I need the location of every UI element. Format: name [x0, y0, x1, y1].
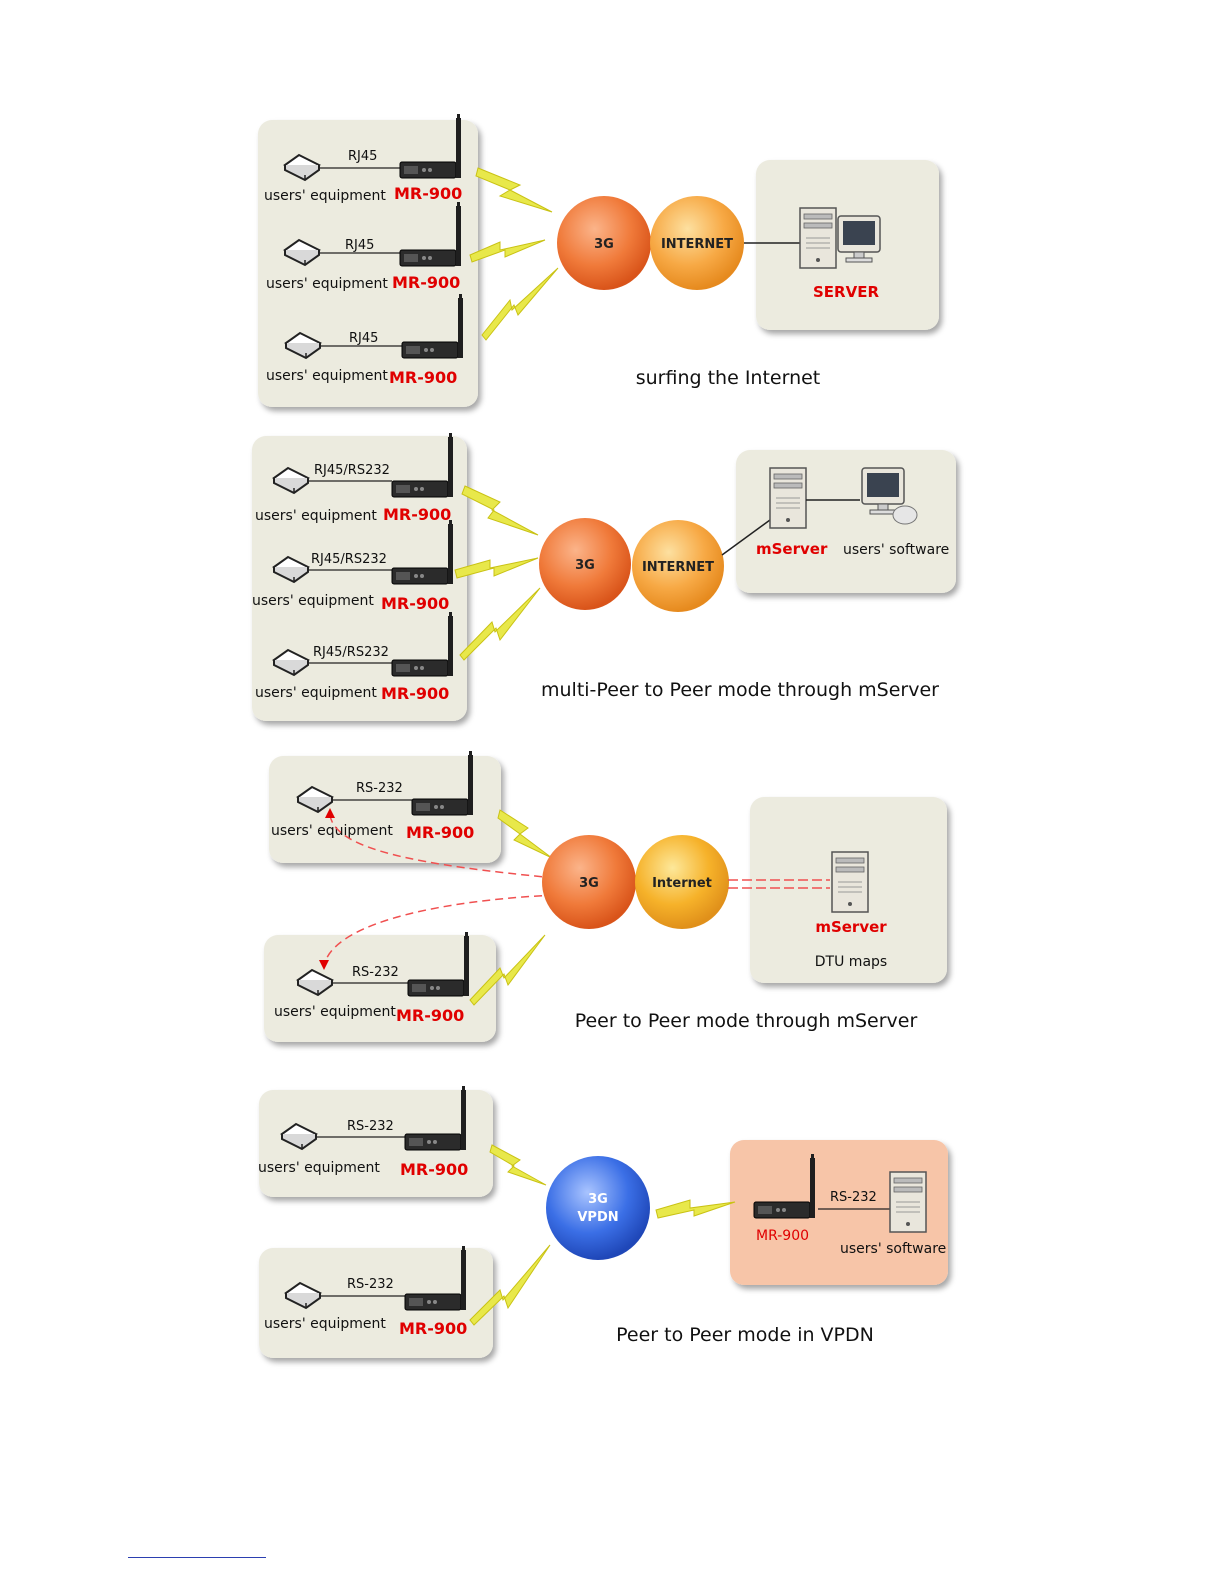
model-label: MR-900	[406, 823, 474, 842]
equipment-label: users' equipment	[258, 1160, 380, 1176]
hub-internet	[650, 196, 744, 290]
lightning-icon	[469, 1144, 736, 1326]
software-label: users' software	[843, 542, 949, 558]
equipment-label: users' equipment	[271, 823, 393, 839]
lightning-icon	[469, 809, 553, 1006]
hub-internet	[632, 520, 724, 612]
model-label: MR-900	[399, 1319, 467, 1338]
model-label: MR-900	[400, 1160, 468, 1179]
cable-label: RJ45	[349, 331, 378, 346]
disk-icon	[892, 505, 918, 525]
server-tower-icon	[889, 1171, 927, 1233]
cable-label: RS-232	[356, 781, 403, 796]
cable-label: RS-232	[352, 965, 399, 980]
hub-3g-label: 3G	[575, 558, 595, 573]
cable-label: RJ45	[348, 149, 377, 164]
equipment-label: users' equipment	[266, 368, 388, 384]
cable-label: RJ45/RS232	[311, 552, 387, 567]
dtu-maps-label: DTU maps	[815, 954, 887, 970]
equipment-label: users' equipment	[264, 188, 386, 204]
model-label: MR-900	[756, 1228, 809, 1244]
hub-3g-label: 3G	[594, 237, 614, 252]
hub-3g-vpdn	[546, 1156, 650, 1260]
equipment-label: users' equipment	[264, 1316, 386, 1332]
model-label: MR-900	[394, 184, 462, 203]
equipment-box-bottom	[259, 1248, 493, 1358]
equipment-label: users' equipment	[274, 1004, 396, 1020]
cable-label: RJ45/RS232	[314, 463, 390, 478]
hub-internet-label: INTERNET	[661, 237, 733, 252]
hub-3g-vpdn-label: 3G	[588, 1192, 608, 1207]
hub-3g-label: 3G	[579, 876, 599, 891]
caption-panel4: Peer to Peer mode in VPDN	[616, 1324, 874, 1346]
caption-panel1: surfing the Internet	[636, 367, 821, 389]
lightning-icon	[469, 167, 559, 341]
model-label: MR-900	[396, 1006, 464, 1025]
equipment-group-box	[258, 120, 478, 407]
cable-label: RS-232	[830, 1190, 877, 1205]
equipment-label: users' equipment	[266, 276, 388, 292]
hub-3g-vpdn-label: VPDN	[577, 1210, 618, 1225]
hub-3g	[557, 196, 651, 290]
equipment-group-box	[252, 436, 467, 721]
cable-label: RS-232	[347, 1119, 394, 1134]
model-label: MR-900	[389, 368, 457, 387]
panel-multi-peer: RJ45/RS232 users' equipment MR-900 RJ45/…	[252, 431, 956, 721]
mserver-label: mServer	[756, 540, 828, 558]
panel-peer-through-mserver: RS-232 users' equipment MR-900 RS-232 us…	[264, 749, 947, 1042]
software-label: users' software	[840, 1241, 946, 1257]
equipment-box-top	[259, 1090, 493, 1197]
equipment-label: users' equipment	[252, 593, 374, 609]
panel-vpdn: RS-232 users' equipment MR-900 RS-232 us…	[258, 1084, 948, 1358]
cable-label: RS-232	[347, 1277, 394, 1292]
footer-rule	[128, 1557, 266, 1558]
cable-label: RJ45	[345, 238, 374, 253]
model-label: MR-900	[381, 684, 449, 703]
panel-surfing-internet: RJ45 users' equipment MR-900 RJ45 users'…	[258, 112, 939, 407]
model-label: MR-900	[392, 273, 460, 292]
data-flow-arrow	[324, 894, 556, 963]
mserver-label: mServer	[815, 918, 887, 936]
server-tower-icon	[831, 851, 869, 913]
equipment-box-top	[269, 756, 501, 863]
hub-internet-label: INTERNET	[642, 560, 714, 575]
caption-panel3: Peer to Peer mode through mServer	[575, 1010, 918, 1032]
equipment-label: users' equipment	[255, 685, 377, 701]
hub-internet	[635, 835, 729, 929]
model-label: MR-900	[381, 594, 449, 613]
hub-internet-label: Internet	[652, 876, 712, 891]
hub-3g	[542, 835, 636, 929]
hub-3g	[539, 518, 631, 610]
lightning-icon	[454, 485, 541, 661]
equipment-label: users' equipment	[255, 508, 377, 524]
model-label: MR-900	[383, 505, 451, 524]
server-tower-icon	[799, 207, 837, 269]
server-tower-icon	[769, 467, 807, 529]
server-label: SERVER	[813, 283, 879, 301]
cable-label: RJ45/RS232	[313, 645, 389, 660]
caption-panel2: multi-Peer to Peer mode through mServer	[541, 679, 939, 701]
data-flow-arrow	[329, 814, 556, 879]
